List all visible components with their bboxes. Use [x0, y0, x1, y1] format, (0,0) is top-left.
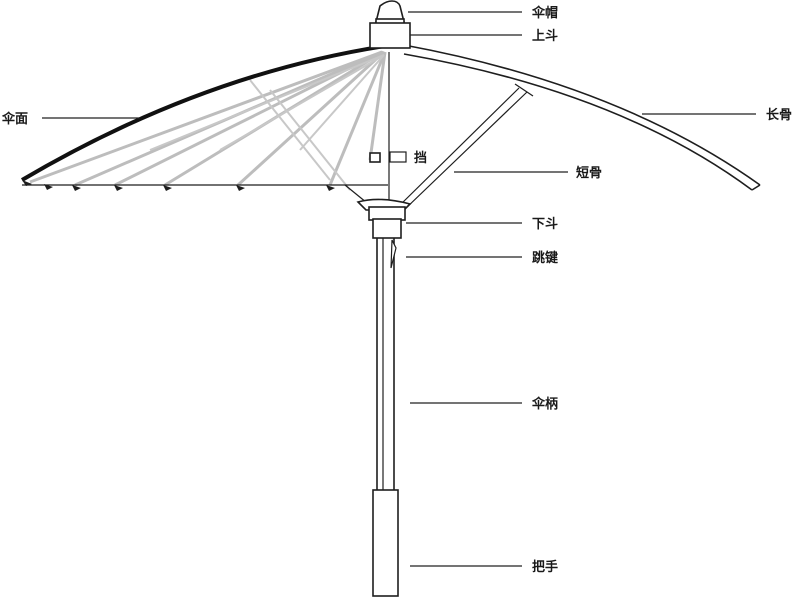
stopper	[369, 151, 407, 163]
label-cap: 伞帽	[531, 5, 558, 21]
label-handle: 把手	[532, 559, 558, 575]
label-shaft: 伞柄	[531, 396, 558, 412]
label-runner: 下斗	[532, 217, 558, 232]
spring-key	[390, 239, 397, 269]
canopy-edge	[20, 44, 386, 182]
handle	[372, 489, 399, 597]
label-top-notch: 上斗	[532, 29, 558, 44]
leader-lines	[42, 11, 756, 567]
canopy	[20, 44, 388, 208]
label-short-rib: 短骨	[576, 165, 602, 181]
label-canopy: 伞面	[1, 111, 28, 127]
short-rib	[397, 83, 534, 211]
canopy-ribs	[29, 50, 387, 191]
label-long-rib: 长骨	[766, 107, 792, 123]
cap	[374, 0, 406, 25]
rib-tips	[22, 180, 335, 191]
runner	[356, 198, 412, 239]
label-stopper: 挡	[414, 150, 427, 166]
label-spring-key: 跳键	[532, 250, 558, 266]
long-rib	[403, 44, 761, 191]
top-notch	[369, 22, 411, 49]
shaft	[376, 52, 395, 494]
